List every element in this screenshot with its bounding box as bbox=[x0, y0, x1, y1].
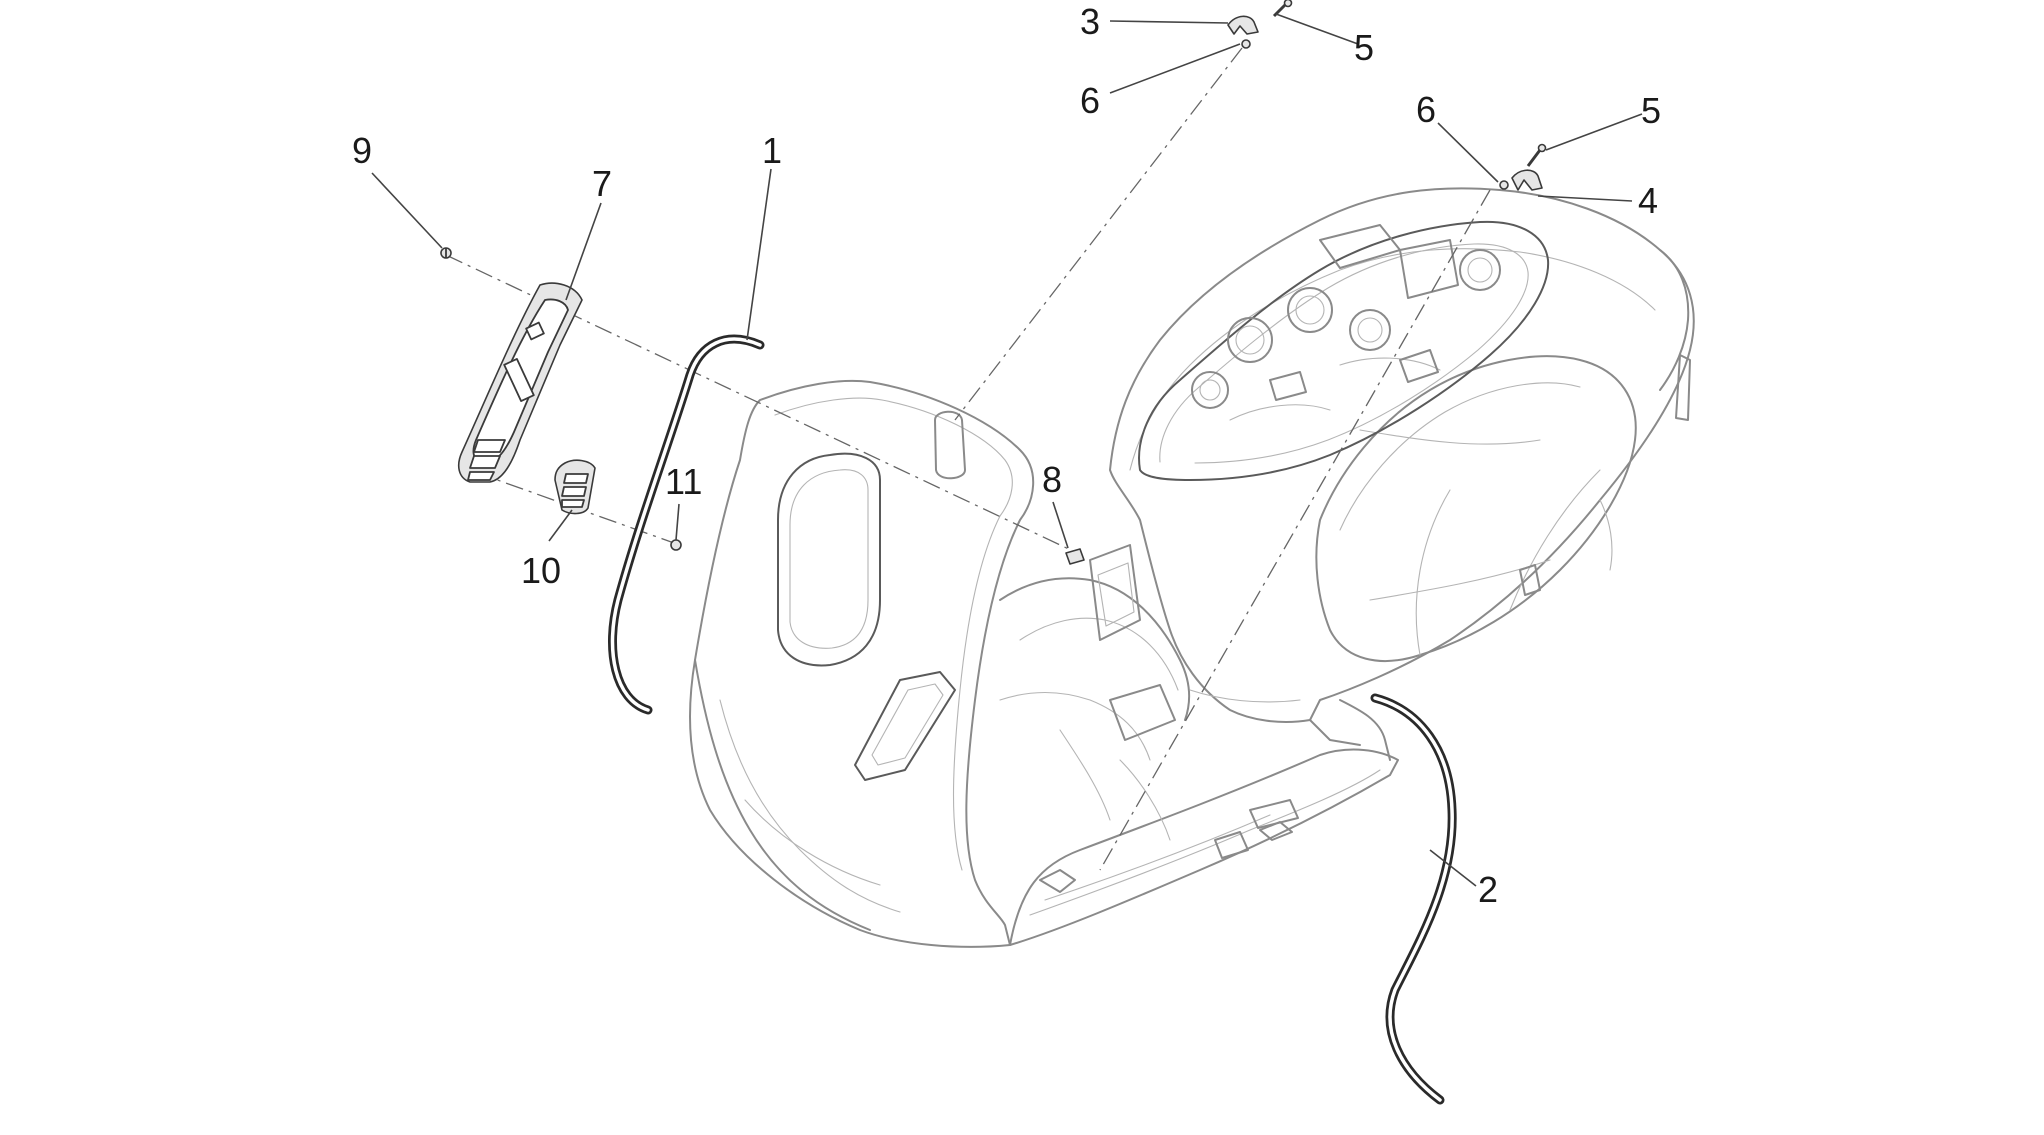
callout-10: 10 bbox=[521, 550, 561, 591]
callout-4: 4 bbox=[1638, 180, 1658, 221]
part-6b-washer bbox=[1499, 180, 1509, 190]
callout-5b: 5 bbox=[1641, 90, 1661, 131]
part-6a-washer bbox=[1241, 39, 1251, 49]
part-1-edge-seal bbox=[608, 334, 765, 715]
part-8-nut bbox=[1065, 548, 1085, 565]
callout-labels: 3 5 6 6 5 4 1 9 7 8 11 10 2 bbox=[352, 1, 1661, 910]
scooter-frame-body bbox=[689, 187, 1695, 948]
part-5b-screw bbox=[1526, 143, 1547, 167]
part-7-cover bbox=[457, 282, 583, 483]
callout-1: 1 bbox=[762, 130, 782, 171]
callout-3: 3 bbox=[1080, 1, 1100, 42]
callout-2: 2 bbox=[1478, 869, 1498, 910]
callout-11: 11 bbox=[665, 461, 702, 502]
callout-6b: 6 bbox=[1416, 89, 1436, 130]
callout-7: 7 bbox=[592, 163, 612, 204]
callout-8: 8 bbox=[1042, 459, 1062, 500]
part-9-screw bbox=[440, 247, 452, 259]
part-11-screw bbox=[670, 539, 682, 551]
part-4-bracket bbox=[1511, 169, 1543, 191]
part-2-floor-seal bbox=[1370, 693, 1457, 1105]
callout-9: 9 bbox=[352, 130, 372, 171]
callout-5a: 5 bbox=[1354, 27, 1374, 68]
part-10-clip bbox=[554, 459, 596, 515]
part-3-bracket bbox=[1227, 15, 1259, 35]
leader-lines bbox=[371, 13, 1643, 887]
callout-6a: 6 bbox=[1080, 80, 1100, 121]
